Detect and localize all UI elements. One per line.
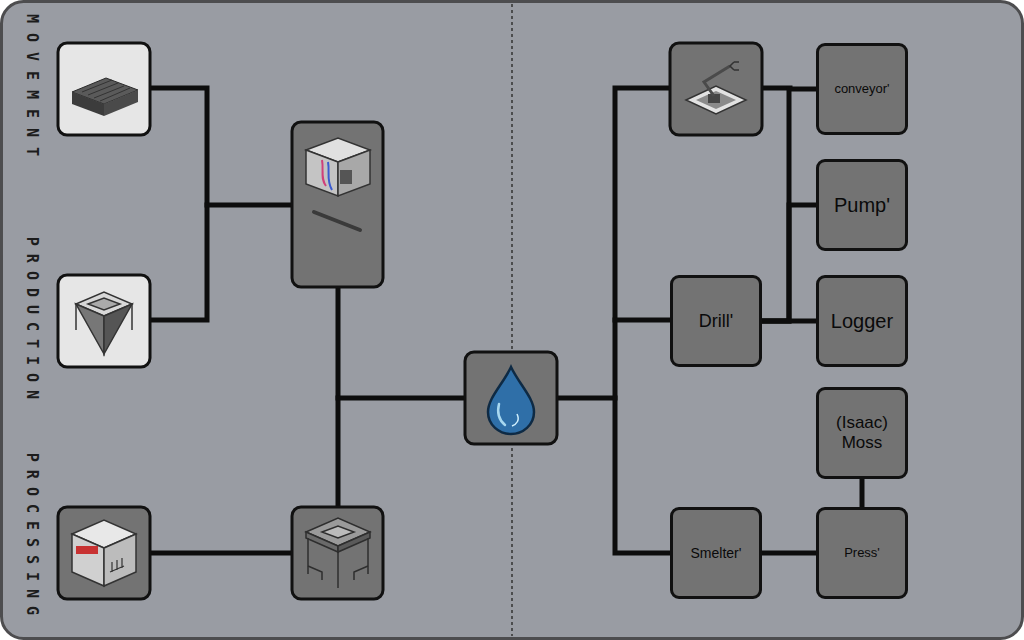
robot-arm-icon xyxy=(704,66,730,96)
hopper-icon xyxy=(88,298,120,310)
wire xyxy=(338,396,465,401)
icon-box xyxy=(292,507,383,599)
hopper-icon xyxy=(131,304,133,330)
frame-icon xyxy=(307,538,309,574)
connector-line xyxy=(762,205,816,321)
machine-icon xyxy=(306,138,370,230)
hopper-icon xyxy=(104,304,132,354)
frame-icon xyxy=(338,532,370,552)
robot-arm-icon xyxy=(696,91,736,109)
hopper-icon xyxy=(75,304,77,330)
machine-icon xyxy=(314,212,360,230)
connector-line xyxy=(762,89,816,321)
wire xyxy=(557,396,615,401)
press-machine-icon xyxy=(110,558,124,572)
category-label: PRODUCTION xyxy=(23,237,41,407)
icon-box xyxy=(292,122,383,287)
icon-box xyxy=(58,43,762,599)
node-label: (Isaac) Moss xyxy=(823,413,901,452)
tech-node: (Isaac) Moss xyxy=(816,387,908,479)
tech-node: conveyor' xyxy=(816,43,908,135)
frame-icon xyxy=(306,532,338,552)
conveyor-icon xyxy=(88,83,118,95)
machine-icon xyxy=(322,160,326,186)
node-label: Logger xyxy=(831,310,893,333)
connector-line xyxy=(762,319,816,324)
frame-icon xyxy=(367,538,369,574)
water-drop-icon xyxy=(488,367,534,434)
machine-icon xyxy=(340,170,352,184)
node-label: Smelter' xyxy=(691,545,742,561)
category-label: MOVEMENT xyxy=(23,14,41,166)
frame-icon xyxy=(337,552,339,588)
wire xyxy=(150,88,790,553)
conveyor-icon xyxy=(94,86,124,98)
hopper-icon xyxy=(76,292,132,354)
tech-node: Press' xyxy=(816,507,908,599)
connector xyxy=(762,321,816,322)
connector xyxy=(862,479,863,507)
icon-box xyxy=(465,352,557,444)
node-label: conveyor' xyxy=(834,82,889,97)
wire xyxy=(150,551,292,556)
icon-box xyxy=(58,275,150,367)
water-drop-icon xyxy=(512,414,518,426)
frame-icon xyxy=(306,518,370,588)
connector xyxy=(762,205,816,321)
connector xyxy=(762,553,816,554)
conveyor-icon xyxy=(104,90,138,116)
panel xyxy=(511,4,513,636)
conveyor-icon xyxy=(100,88,130,101)
press-machine-icon xyxy=(76,546,98,554)
robot-arm-icon xyxy=(730,62,739,70)
icon-box xyxy=(670,43,762,135)
wire xyxy=(762,86,790,91)
machine-icon xyxy=(338,150,370,196)
conveyor-icon xyxy=(72,78,138,116)
frame-icon xyxy=(354,566,368,580)
node-label: Drill' xyxy=(699,311,733,332)
tech-node: Logger xyxy=(816,275,908,367)
node-label: Pump' xyxy=(834,194,890,217)
press-machine-icon xyxy=(104,534,136,586)
hopper-icon xyxy=(76,304,104,354)
node-label: Press' xyxy=(844,546,880,561)
connector-line xyxy=(860,479,865,507)
press-machine-icon xyxy=(72,534,104,586)
frame-icon xyxy=(322,526,354,538)
wire xyxy=(207,203,292,208)
machine-icon xyxy=(328,162,332,190)
connector-line xyxy=(762,551,816,556)
icon-box xyxy=(58,43,150,135)
robot-arm-icon xyxy=(686,86,746,114)
wire xyxy=(615,318,670,323)
press-machine-icon xyxy=(72,520,136,586)
conveyor-icon xyxy=(82,80,112,92)
category-label: PROCESSING xyxy=(23,453,41,623)
tech-node: Smelter' xyxy=(670,507,762,599)
wire xyxy=(150,88,207,320)
icon-box xyxy=(58,507,150,599)
tech-node: Pump' xyxy=(816,159,908,251)
connector xyxy=(762,89,816,321)
tech-node: Drill' xyxy=(670,275,762,367)
machine-icon xyxy=(306,150,338,196)
water-drop-icon xyxy=(498,404,505,425)
robot-arm-icon xyxy=(686,62,746,114)
wire xyxy=(615,88,670,553)
frame-icon xyxy=(308,566,322,580)
water-drop-icon xyxy=(488,367,534,434)
